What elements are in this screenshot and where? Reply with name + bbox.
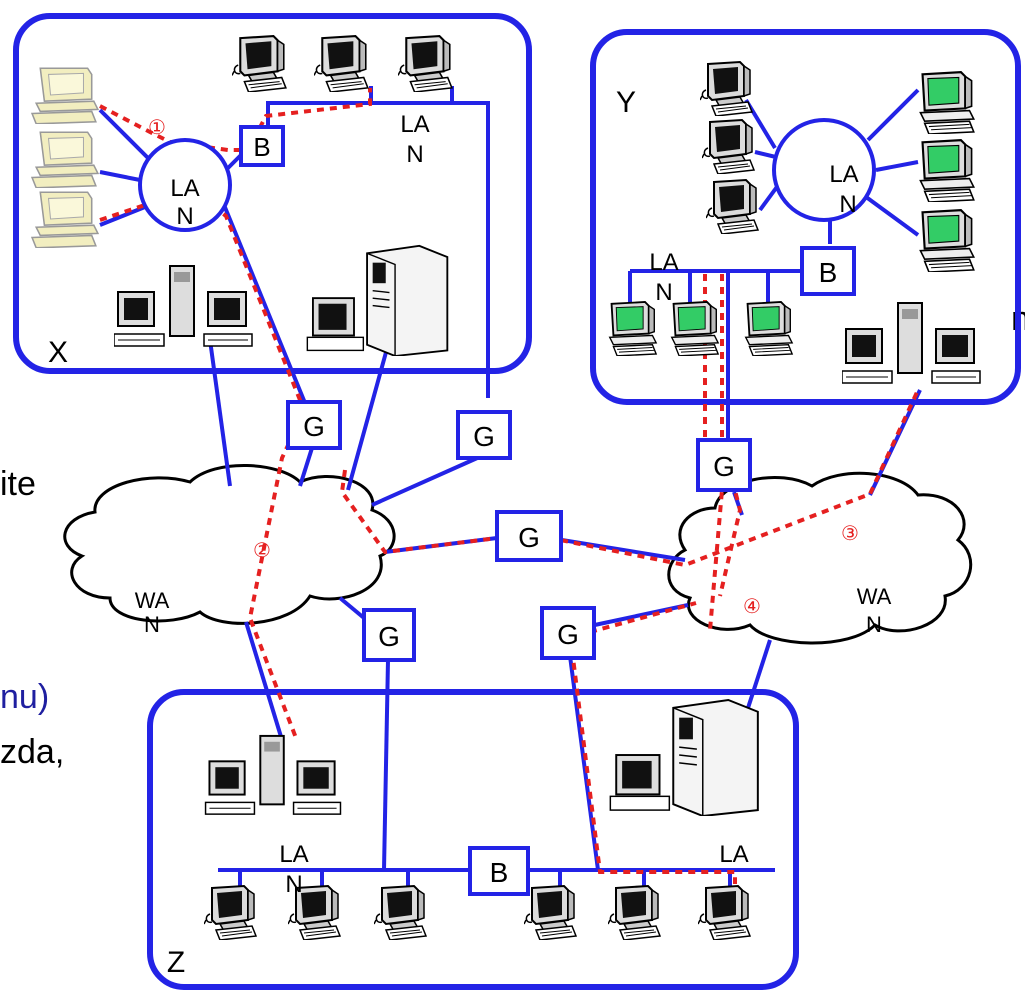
- site-z-label: Z: [167, 946, 185, 979]
- green-computer-icon: [608, 301, 658, 356]
- lan-label-x-ring-2: N: [176, 203, 193, 230]
- computer-icon: [398, 35, 453, 92]
- computer-icon: [608, 885, 661, 940]
- lan-label-y-bus-1: LA: [649, 249, 678, 276]
- network-links: [98, 86, 922, 892]
- gateway-z-right: G: [540, 606, 596, 660]
- computer-icon: [374, 885, 427, 940]
- site-x-frame: [13, 13, 532, 374]
- computer-icon: [314, 35, 369, 92]
- lan-label-z-bus-2: N: [285, 871, 302, 898]
- side-text-2: ite: [0, 465, 36, 503]
- gateway-x-ring: G: [286, 400, 342, 450]
- workstation-icon: [842, 301, 982, 385]
- path-6: [570, 649, 737, 884]
- bridge-z: B: [468, 846, 530, 896]
- green-computer-icon: [919, 139, 975, 202]
- wan-label-left-1: WA: [135, 588, 170, 613]
- path-5: [589, 601, 697, 634]
- path-1: [99, 88, 372, 152]
- svg-text:G: G: [473, 421, 495, 452]
- workstation-icon: [114, 265, 253, 347]
- lan-label-y-ring-2: N: [839, 191, 856, 218]
- lan-label-y-bus-2: N: [655, 279, 672, 306]
- lan-label-z-right: LA: [719, 841, 748, 868]
- svg-text:B: B: [819, 257, 838, 288]
- green-computer-icon: [919, 71, 975, 134]
- bridge-y: B: [800, 246, 856, 296]
- path-marker-1: ①: [148, 115, 166, 139]
- terminal-icon: [31, 131, 99, 188]
- computer-icon: [706, 179, 759, 234]
- gateway-z-left: G: [362, 608, 416, 662]
- server-icon: [306, 244, 449, 356]
- site-y-frame: [590, 29, 1021, 405]
- lan-label-z-bus-1: LA: [279, 841, 308, 868]
- gateway-y: G: [696, 438, 752, 492]
- side-text-3: nu): [0, 678, 50, 716]
- workstation-icon: [204, 734, 342, 816]
- wan-label-right-2: N: [866, 612, 882, 637]
- computer-icon: [702, 119, 755, 174]
- wan-label-left-2: N: [144, 612, 160, 637]
- path-4: [703, 274, 725, 631]
- computer-icon: [700, 61, 753, 116]
- site-x-label: X: [48, 336, 68, 369]
- path-marker-4: ④: [743, 594, 761, 618]
- computer-icon: [204, 885, 257, 940]
- server-icon: [609, 698, 759, 816]
- lan-ring-x: [138, 138, 232, 232]
- svg-text:G: G: [303, 411, 325, 442]
- svg-text:G: G: [713, 451, 735, 482]
- computer-icon: [698, 885, 751, 940]
- lan-ring-y: [772, 118, 876, 222]
- lan-label-x-bus-1: LA: [400, 111, 429, 138]
- svg-text:G: G: [557, 619, 579, 650]
- svg-text:G: G: [518, 522, 540, 553]
- gateway-x-bus: G: [456, 410, 512, 460]
- site-z-frame: [147, 689, 799, 990]
- green-computer-icon: [744, 301, 794, 356]
- path-4b: [718, 274, 743, 597]
- lan-label-x-ring-1: LA: [170, 175, 199, 202]
- svg-text:B: B: [490, 857, 509, 888]
- svg-text:G: G: [378, 621, 400, 652]
- wan-cloud-right: [667, 471, 973, 645]
- lan-label-y-ring-1: LA: [829, 161, 858, 188]
- bridge-x: B: [239, 125, 285, 167]
- terminal-icon: [31, 191, 99, 248]
- svg-text:B: B: [253, 132, 270, 162]
- path-marker-2: ②: [253, 538, 271, 562]
- green-computer-icon: [919, 209, 975, 272]
- site-y-label: Y: [616, 86, 636, 119]
- gateway-wan: G: [495, 510, 563, 562]
- path-marker-3: ③: [841, 521, 859, 545]
- computer-icon: [524, 885, 577, 940]
- green-computer-icon: [670, 301, 720, 356]
- computer-icon: [232, 35, 287, 92]
- wan-label-right-1: WA: [857, 584, 892, 609]
- terminal-icon: [31, 67, 99, 124]
- lan-label-x-bus-2: N: [406, 141, 423, 168]
- side-text-4: zda,: [0, 733, 65, 771]
